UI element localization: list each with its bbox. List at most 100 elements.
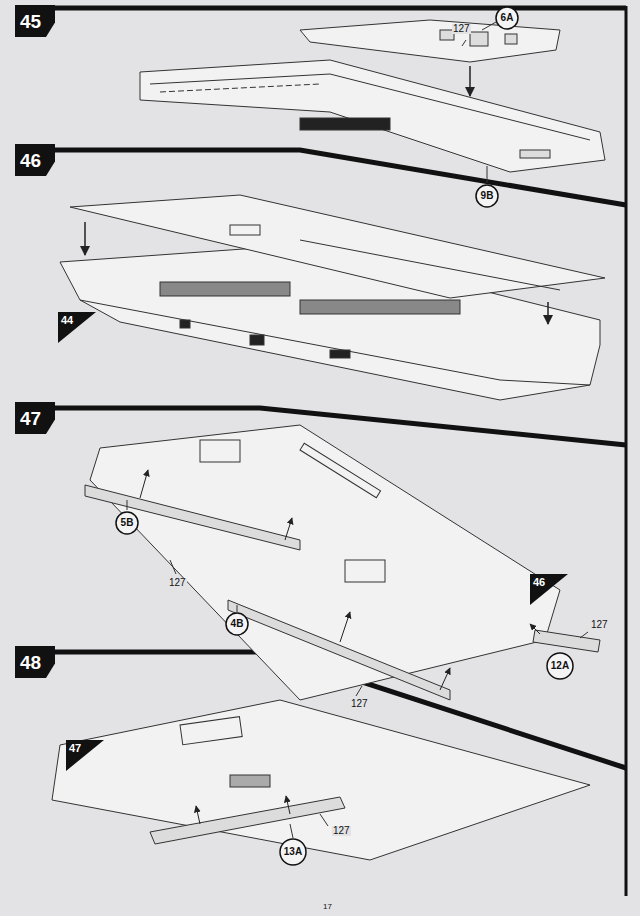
step-45-drawing (482, 22, 496, 30)
step-47-drawing (440, 668, 450, 690)
step-46-drawing (60, 195, 605, 400)
callout-text: 13A (284, 847, 302, 857)
step-45-drawing (470, 32, 488, 46)
part-callout: 5B (115, 511, 139, 535)
step-46-drawing (300, 300, 460, 314)
step-45-drawing (469, 66, 471, 96)
cement-number: 127 (590, 620, 609, 630)
part-callout: 12A (546, 652, 574, 680)
callout-text: 46 (20, 151, 41, 170)
step-45-drawing (160, 84, 320, 92)
step-47-drawing (90, 425, 560, 700)
step-46-drawing (80, 300, 590, 385)
part-callout: 4B (225, 612, 249, 636)
step-45-drawing (462, 40, 466, 46)
page-frame (40, 6, 626, 11)
step-badge (15, 5, 55, 37)
step-47-drawing (170, 560, 176, 574)
step-47-drawing (85, 485, 300, 550)
step-47-drawing (345, 560, 385, 582)
step-47-drawing (200, 440, 240, 462)
step-45-drawing (150, 74, 590, 140)
step-47-drawing (140, 470, 148, 498)
cement-number: 127 (350, 699, 369, 709)
cement-number: 127 (452, 24, 471, 34)
step-45-drawing (505, 34, 517, 44)
reference-marker: 47 (66, 740, 104, 771)
part-callout: 6A (495, 6, 519, 30)
step-number: 48 (15, 646, 55, 678)
step-number: 46 (15, 144, 55, 176)
step-badge (15, 646, 55, 678)
callout-text: 47 (20, 409, 41, 428)
callout-circle (226, 613, 248, 635)
step-48-drawing (52, 700, 590, 860)
page-frame (40, 408, 626, 445)
callout-text: 45 (20, 12, 41, 31)
callout-text: 12A (551, 661, 569, 671)
step-47-drawing (530, 624, 540, 634)
step-45-drawing (300, 20, 560, 62)
callout-circle (280, 839, 306, 865)
callout-text: 4B (231, 619, 244, 629)
step-47-drawing (300, 443, 381, 497)
step-46-drawing (70, 195, 605, 298)
step-47-drawing (340, 612, 350, 642)
step-47-drawing (127, 500, 128, 510)
step-46-drawing (250, 335, 264, 345)
callout-text: 46 (533, 577, 545, 588)
step-48-drawing (286, 796, 290, 814)
part-callout: 9B (475, 184, 499, 208)
page-frame (40, 6, 626, 896)
step-number: 45 (15, 5, 55, 37)
reference-triangle (58, 312, 96, 343)
reference-triangle (530, 574, 568, 605)
callout-circle (476, 185, 498, 207)
step-46-drawing (160, 282, 290, 296)
step-48-drawing (290, 824, 293, 838)
step-number: 47 (15, 402, 55, 434)
page-frame (40, 150, 626, 205)
step-46-drawing (230, 225, 260, 235)
reference-marker: 44 (58, 312, 96, 343)
step-46-drawing (330, 350, 350, 358)
part-callout: 13A (279, 838, 307, 866)
callout-circle (496, 7, 518, 29)
reference-marker: 46 (530, 574, 568, 605)
page-frame (625, 6, 628, 896)
reference-triangle (66, 740, 104, 771)
step-47-drawing (533, 630, 600, 652)
step-45-drawing (300, 118, 390, 130)
step-badge (15, 402, 55, 434)
step-badge (15, 144, 55, 176)
step-48-drawing (52, 700, 590, 860)
callout-circle (116, 512, 138, 534)
step-46-drawing (180, 320, 190, 328)
callout-text: 44 (61, 315, 73, 326)
callout-text: 47 (69, 743, 81, 754)
cement-number: 127 (168, 578, 187, 588)
callout-text: 6A (501, 13, 514, 23)
step-48-drawing (320, 814, 328, 826)
step-46-drawing (547, 302, 549, 324)
callout-text: 48 (20, 653, 41, 672)
step-45-drawing (520, 150, 550, 158)
step-48-drawing (150, 797, 345, 844)
step-48-drawing (180, 717, 242, 745)
step-45-drawing (140, 20, 605, 183)
step-46-drawing (300, 240, 560, 290)
callout-text: 5B (121, 518, 134, 528)
step-46-drawing (84, 222, 86, 255)
callout-text: 9B (481, 191, 494, 201)
step-47-drawing (85, 425, 600, 700)
step-47-drawing (228, 600, 450, 700)
step-47-drawing (356, 686, 362, 696)
step-45-drawing (487, 166, 488, 183)
step-47-drawing (285, 518, 292, 540)
step-47-drawing (237, 605, 238, 612)
step-48-drawing (230, 775, 270, 787)
step-45-drawing (140, 60, 605, 172)
